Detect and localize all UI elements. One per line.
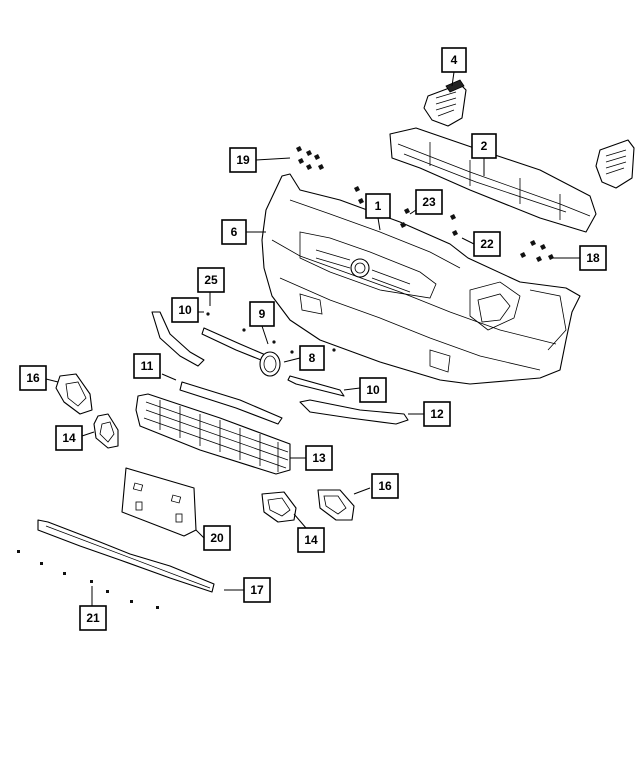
callout-21: 21 (79, 605, 107, 631)
callout-19: 19 (229, 147, 257, 173)
part-4-bracket-right (595, 139, 635, 189)
callout-4: 4 (441, 47, 467, 73)
callout-11-label: 11 (141, 359, 154, 373)
leader-lines (41, 71, 580, 606)
callout-2: 2 (471, 133, 497, 159)
callout-16b-label: 16 (378, 479, 392, 493)
callout-6: 6 (221, 219, 247, 245)
part-10-strip-left (201, 327, 269, 363)
callout-18: 18 (579, 245, 607, 271)
callout-9-label: 9 (259, 307, 266, 321)
callout-12-label: 12 (430, 407, 444, 421)
part-4-bracket-left (423, 79, 467, 127)
callout-14b-label: 14 (304, 533, 318, 547)
part-16-fog-bezel-left (55, 373, 93, 415)
part-10-strip-right (287, 375, 345, 397)
callout-23: 23 (415, 189, 443, 215)
callout-14b: 14 (297, 527, 325, 553)
callout-12: 12 (423, 401, 451, 427)
callout-22-label: 22 (480, 237, 494, 251)
callout-8: 8 (299, 345, 325, 371)
part-13-lower-grille (135, 393, 291, 475)
callout-10b-label: 10 (366, 383, 380, 397)
callout-17: 17 (243, 577, 271, 603)
callout-21-label: 21 (86, 611, 100, 625)
callout-1-label: 1 (375, 199, 382, 213)
callout-17-label: 17 (250, 583, 264, 597)
push-clips (296, 146, 554, 262)
callout-16b: 16 (371, 473, 399, 499)
callout-10b: 10 (359, 377, 387, 403)
callout-11: 11 (133, 353, 161, 379)
callout-6-label: 6 (231, 225, 238, 239)
part-12-lower-trim (299, 399, 409, 425)
part-14-fog-bezel-left (93, 413, 119, 449)
callout-10a: 10 (171, 297, 199, 323)
callout-22: 22 (473, 231, 501, 257)
callout-14a: 14 (55, 425, 83, 451)
part-20-license-bracket (121, 467, 197, 537)
callout-13: 13 (305, 445, 333, 471)
small-fasteners (206, 312, 336, 354)
callout-16a-label: 16 (26, 371, 40, 385)
callout-1: 1 (365, 193, 391, 219)
callout-19-label: 19 (236, 153, 250, 167)
callout-4-label: 4 (451, 53, 458, 67)
callout-14a-label: 14 (62, 431, 76, 445)
part-16-fog-bezel-right (317, 489, 355, 521)
part-14-fog-bezel-right (261, 491, 297, 523)
callout-8-label: 8 (309, 351, 316, 365)
part-left-corner-trim (151, 311, 205, 367)
part-6-bumper-fascia (261, 173, 581, 385)
callout-18-label: 18 (586, 251, 600, 265)
callout-25: 25 (197, 267, 225, 293)
callout-9: 9 (249, 301, 275, 327)
part-21-clips (17, 550, 159, 609)
part-8-emblem-ring (259, 351, 281, 377)
callout-16a: 16 (19, 365, 47, 391)
callout-20-label: 20 (210, 531, 224, 545)
callout-20: 20 (203, 525, 231, 551)
part-2-reinforcement (389, 127, 597, 233)
callout-10a-label: 10 (178, 303, 192, 317)
callout-25-label: 25 (204, 273, 218, 287)
part-17-lower-spoiler (37, 519, 215, 593)
part-11-upper-strip (179, 381, 283, 425)
callout-13-label: 13 (312, 451, 326, 465)
callout-2-label: 2 (481, 139, 488, 153)
callout-23-label: 23 (422, 195, 436, 209)
